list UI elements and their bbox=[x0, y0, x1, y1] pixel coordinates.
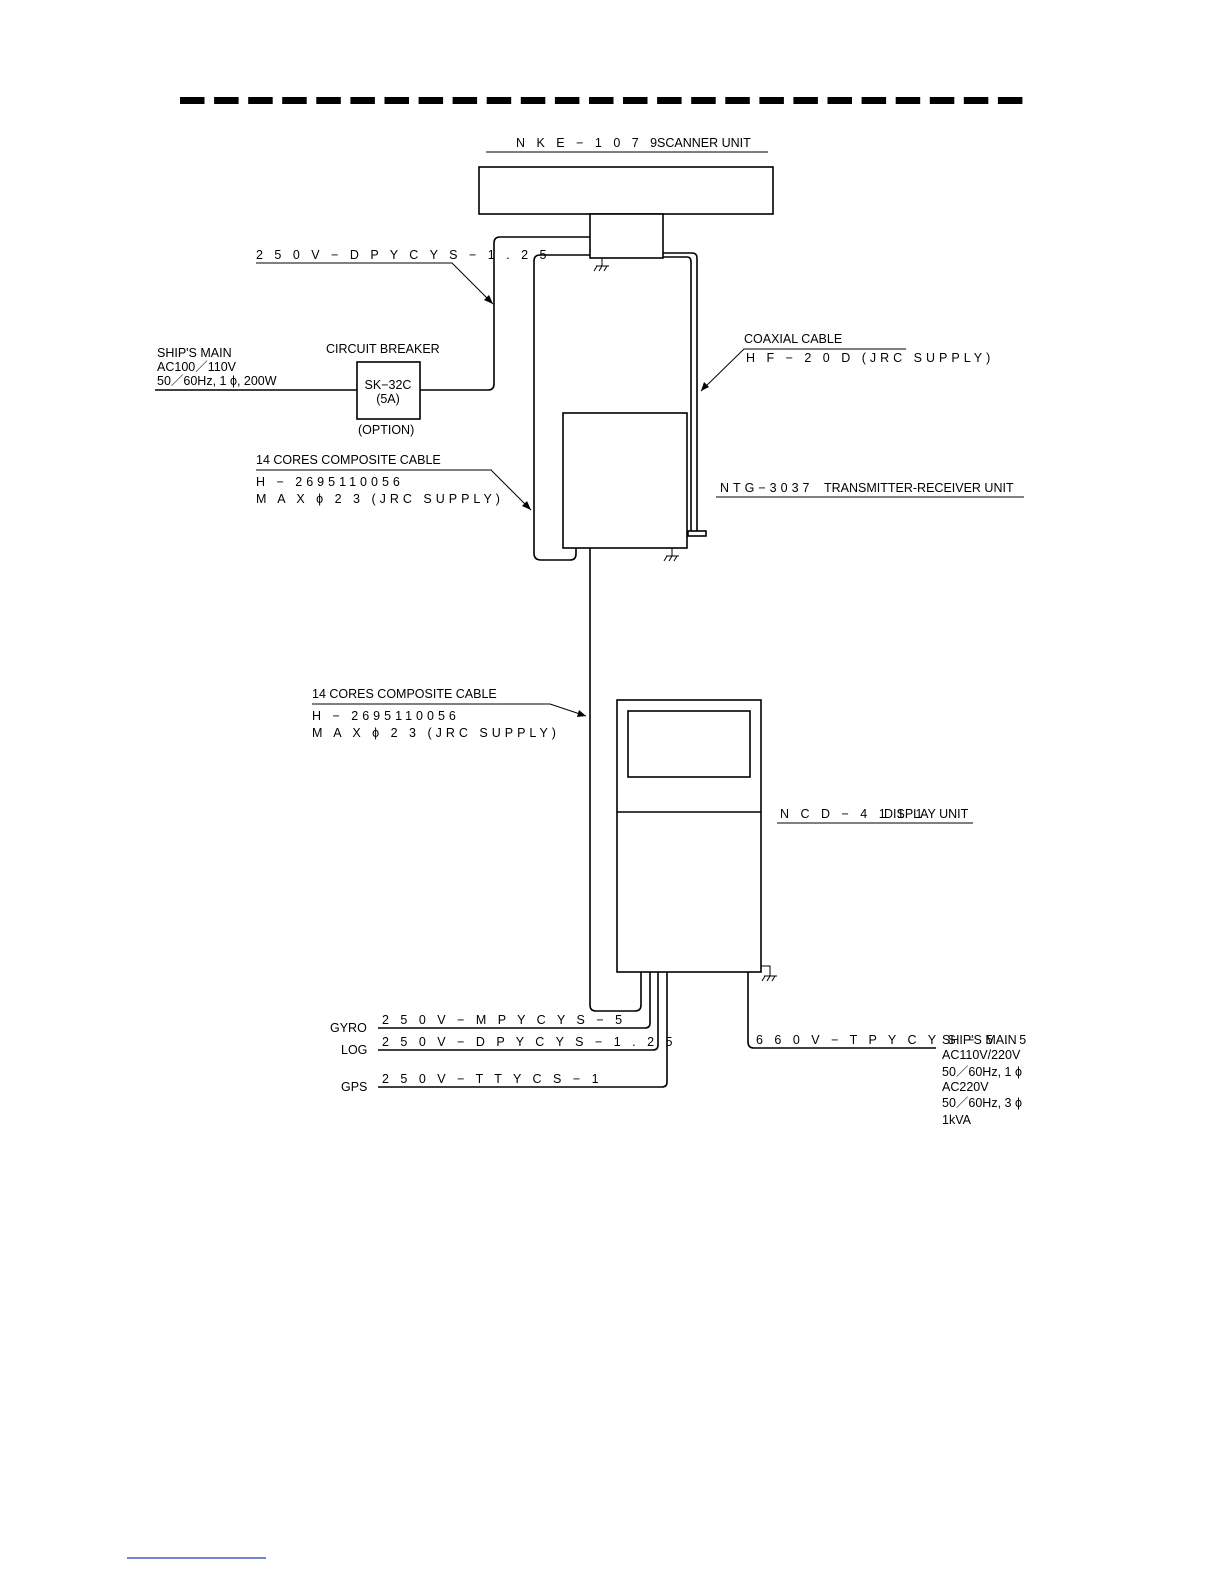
scanner-antenna-box bbox=[478, 166, 774, 215]
header-dash bbox=[759, 97, 784, 104]
arrow-head-icon bbox=[522, 501, 531, 510]
input-log-cable: 2 5 0 V − D P Y C Y S − 1 . 2 5 bbox=[382, 1035, 677, 1049]
input-gyro-name: GYRO bbox=[330, 1021, 367, 1035]
transceiver-box bbox=[562, 412, 688, 549]
ships-main-bottom-line2: 50／60Hz, 1 ϕ bbox=[942, 1065, 1022, 1079]
coaxial-spec: H F − 2 0 D (JRC SUPPLY) bbox=[746, 351, 994, 365]
composite-upper-leader bbox=[256, 469, 532, 511]
header-dash bbox=[963, 97, 989, 104]
composite-lower-max: M A X ϕ 2 3 (JRC SUPPLY) bbox=[312, 726, 560, 740]
header-dash bbox=[554, 97, 580, 104]
header-dash bbox=[657, 97, 682, 104]
gps-cable bbox=[378, 972, 668, 1088]
log-cable bbox=[378, 972, 659, 1051]
display-name: DISPLAY UNIT bbox=[884, 807, 969, 821]
scanner-model-label: N K E − 1 0 7 9 bbox=[516, 136, 661, 150]
gyro-cable bbox=[378, 972, 651, 1029]
composite-upper-max: M A X ϕ 2 3 (JRC SUPPLY) bbox=[256, 492, 504, 506]
header-dash bbox=[350, 97, 375, 104]
composite-upper-part: H − 2695110056 bbox=[256, 475, 404, 489]
composite-lower-title: 14 CORES COMPOSITE CABLE bbox=[312, 687, 497, 701]
header-dash bbox=[895, 97, 921, 104]
ships-main-top-spec: 50／60Hz, 1 ϕ, 200W bbox=[157, 374, 277, 388]
ships-main-bottom-line5: 1kVA bbox=[942, 1113, 972, 1127]
arrow-head-icon bbox=[577, 710, 586, 717]
header-dash bbox=[316, 97, 341, 104]
scanner-power-leader bbox=[256, 262, 494, 305]
ships-main-top-title: SHIP'S MAIN bbox=[157, 346, 232, 360]
ships-main-bottom-cable bbox=[747, 972, 936, 1049]
coaxial-title: COAXIAL CABLE bbox=[744, 332, 842, 346]
ships-main-bottom-cable-label: 6 6 0 V − T P Y C Y S − 5 . 5 bbox=[756, 1033, 1030, 1047]
display-screen bbox=[627, 710, 751, 778]
header-dashed-rule bbox=[180, 97, 1023, 104]
transceiver-ground-icon bbox=[663, 548, 679, 562]
header-dash bbox=[214, 97, 239, 104]
composite-lower-part: H − 2695110056 bbox=[312, 709, 460, 723]
header-dash bbox=[827, 97, 852, 104]
transceiver-name: TRANSMITTER-RECEIVER UNIT bbox=[824, 481, 1014, 495]
header-dash bbox=[623, 97, 648, 104]
header-dash bbox=[282, 97, 307, 104]
header-dash bbox=[929, 97, 955, 104]
header-dash bbox=[725, 97, 750, 104]
scanner-ground-icon bbox=[593, 258, 609, 272]
scanner-name-label: SCANNER UNIT bbox=[657, 136, 751, 150]
coaxial-connector bbox=[687, 530, 707, 537]
header-dash bbox=[248, 97, 273, 104]
ships-main-bottom-line3: AC220V bbox=[942, 1080, 989, 1094]
breaker-note: (OPTION) bbox=[358, 423, 414, 437]
composite-lower-leader bbox=[312, 703, 587, 717]
input-gps-name: GPS bbox=[341, 1080, 367, 1094]
header-dash bbox=[452, 97, 478, 104]
input-log-name: LOG bbox=[341, 1043, 367, 1057]
header-dash bbox=[418, 97, 444, 104]
input-gyro-cable: 2 5 0 V − M P Y C Y S − 5 bbox=[382, 1013, 626, 1027]
coaxial-cable-outer bbox=[663, 252, 698, 533]
header-dash bbox=[691, 97, 716, 104]
coaxial-cable-inner bbox=[663, 256, 692, 533]
scanner-power-cable bbox=[420, 236, 590, 391]
circuit-breaker-box bbox=[356, 361, 421, 420]
input-gps-cable: 2 5 0 V − T T Y C S − 1 bbox=[382, 1072, 603, 1086]
breaker-rating: (5A) bbox=[376, 392, 400, 406]
display-ground-icon bbox=[761, 965, 777, 982]
ships-main-top-voltage: AC100／110V bbox=[157, 360, 237, 374]
header-dash bbox=[520, 97, 546, 104]
breaker-model: SK−32C bbox=[365, 378, 412, 392]
ships-main-bottom-line1: AC110V/220V bbox=[942, 1048, 1021, 1062]
scanner-pedestal-box bbox=[589, 213, 664, 259]
upper-composite-cable bbox=[533, 254, 590, 561]
arrow-head-icon bbox=[484, 295, 493, 304]
breaker-title: CIRCUIT BREAKER bbox=[326, 342, 440, 356]
header-dash bbox=[997, 97, 1023, 104]
arrow-head-icon bbox=[701, 382, 709, 391]
display-model: N C D − 4 1 1 1 bbox=[780, 807, 927, 821]
scanner-power-cable-label: 2 5 0 V − D P Y C Y S − 1 . 2 5 bbox=[256, 248, 551, 262]
header-dash bbox=[180, 97, 205, 104]
header-dash bbox=[486, 97, 512, 104]
header-dash bbox=[861, 97, 887, 104]
header-dash bbox=[384, 97, 409, 104]
header-dash bbox=[589, 97, 614, 104]
coaxial-leader bbox=[700, 348, 906, 392]
composite-upper-title: 14 CORES COMPOSITE CABLE bbox=[256, 453, 441, 467]
ships-main-bottom-line4: 50／60Hz, 3 ϕ bbox=[942, 1096, 1022, 1110]
header-dash bbox=[793, 97, 818, 104]
ships-main-bottom-title: SHIP'S MAIN bbox=[942, 1033, 1017, 1047]
lower-composite-cable bbox=[589, 548, 642, 1012]
transceiver-model: NTG−3037 bbox=[720, 481, 814, 495]
